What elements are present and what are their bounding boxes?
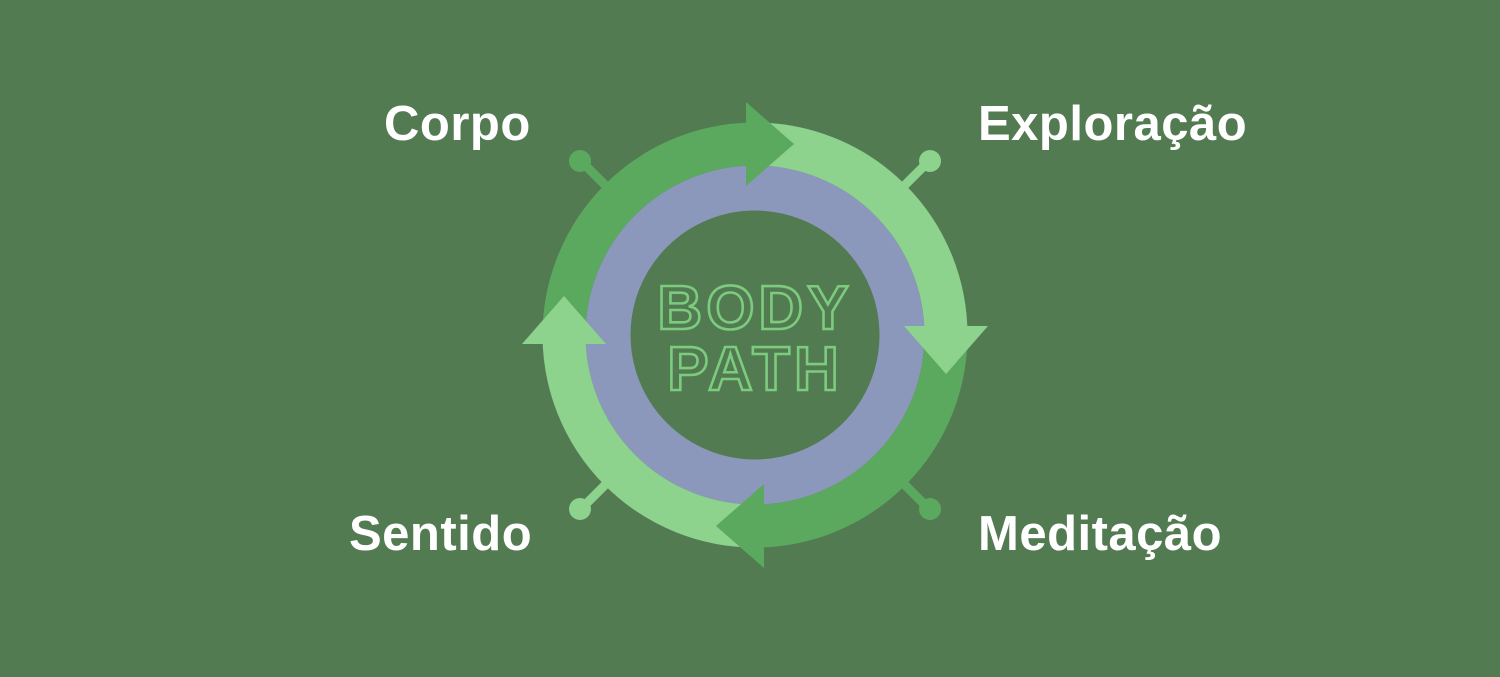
arc-upper-left <box>542 122 756 336</box>
logo-text-line1: BODY <box>657 274 852 343</box>
arrowhead-bottom <box>716 484 764 568</box>
spoke-top-right-dot <box>919 150 941 172</box>
spoke-bottom-left-dot <box>569 498 591 520</box>
step-label-exploracao: Exploração <box>978 97 1248 151</box>
arc-upper-right <box>754 122 968 336</box>
step-label-sentido: Sentido <box>349 507 533 561</box>
arrowhead-left <box>522 296 606 344</box>
logo-text-line2: PATH <box>667 335 843 404</box>
step-label-corpo: Corpo <box>384 97 531 151</box>
spoke-bottom-right-dot <box>919 498 941 520</box>
arrowhead-right <box>904 326 988 374</box>
arc-lower-right <box>754 334 968 548</box>
arrowhead-top <box>746 102 794 186</box>
inner-ring <box>585 165 925 505</box>
arc-lower-left <box>542 334 756 548</box>
step-label-meditacao: Meditação <box>978 507 1223 561</box>
spoke-top-left-dot <box>569 150 591 172</box>
